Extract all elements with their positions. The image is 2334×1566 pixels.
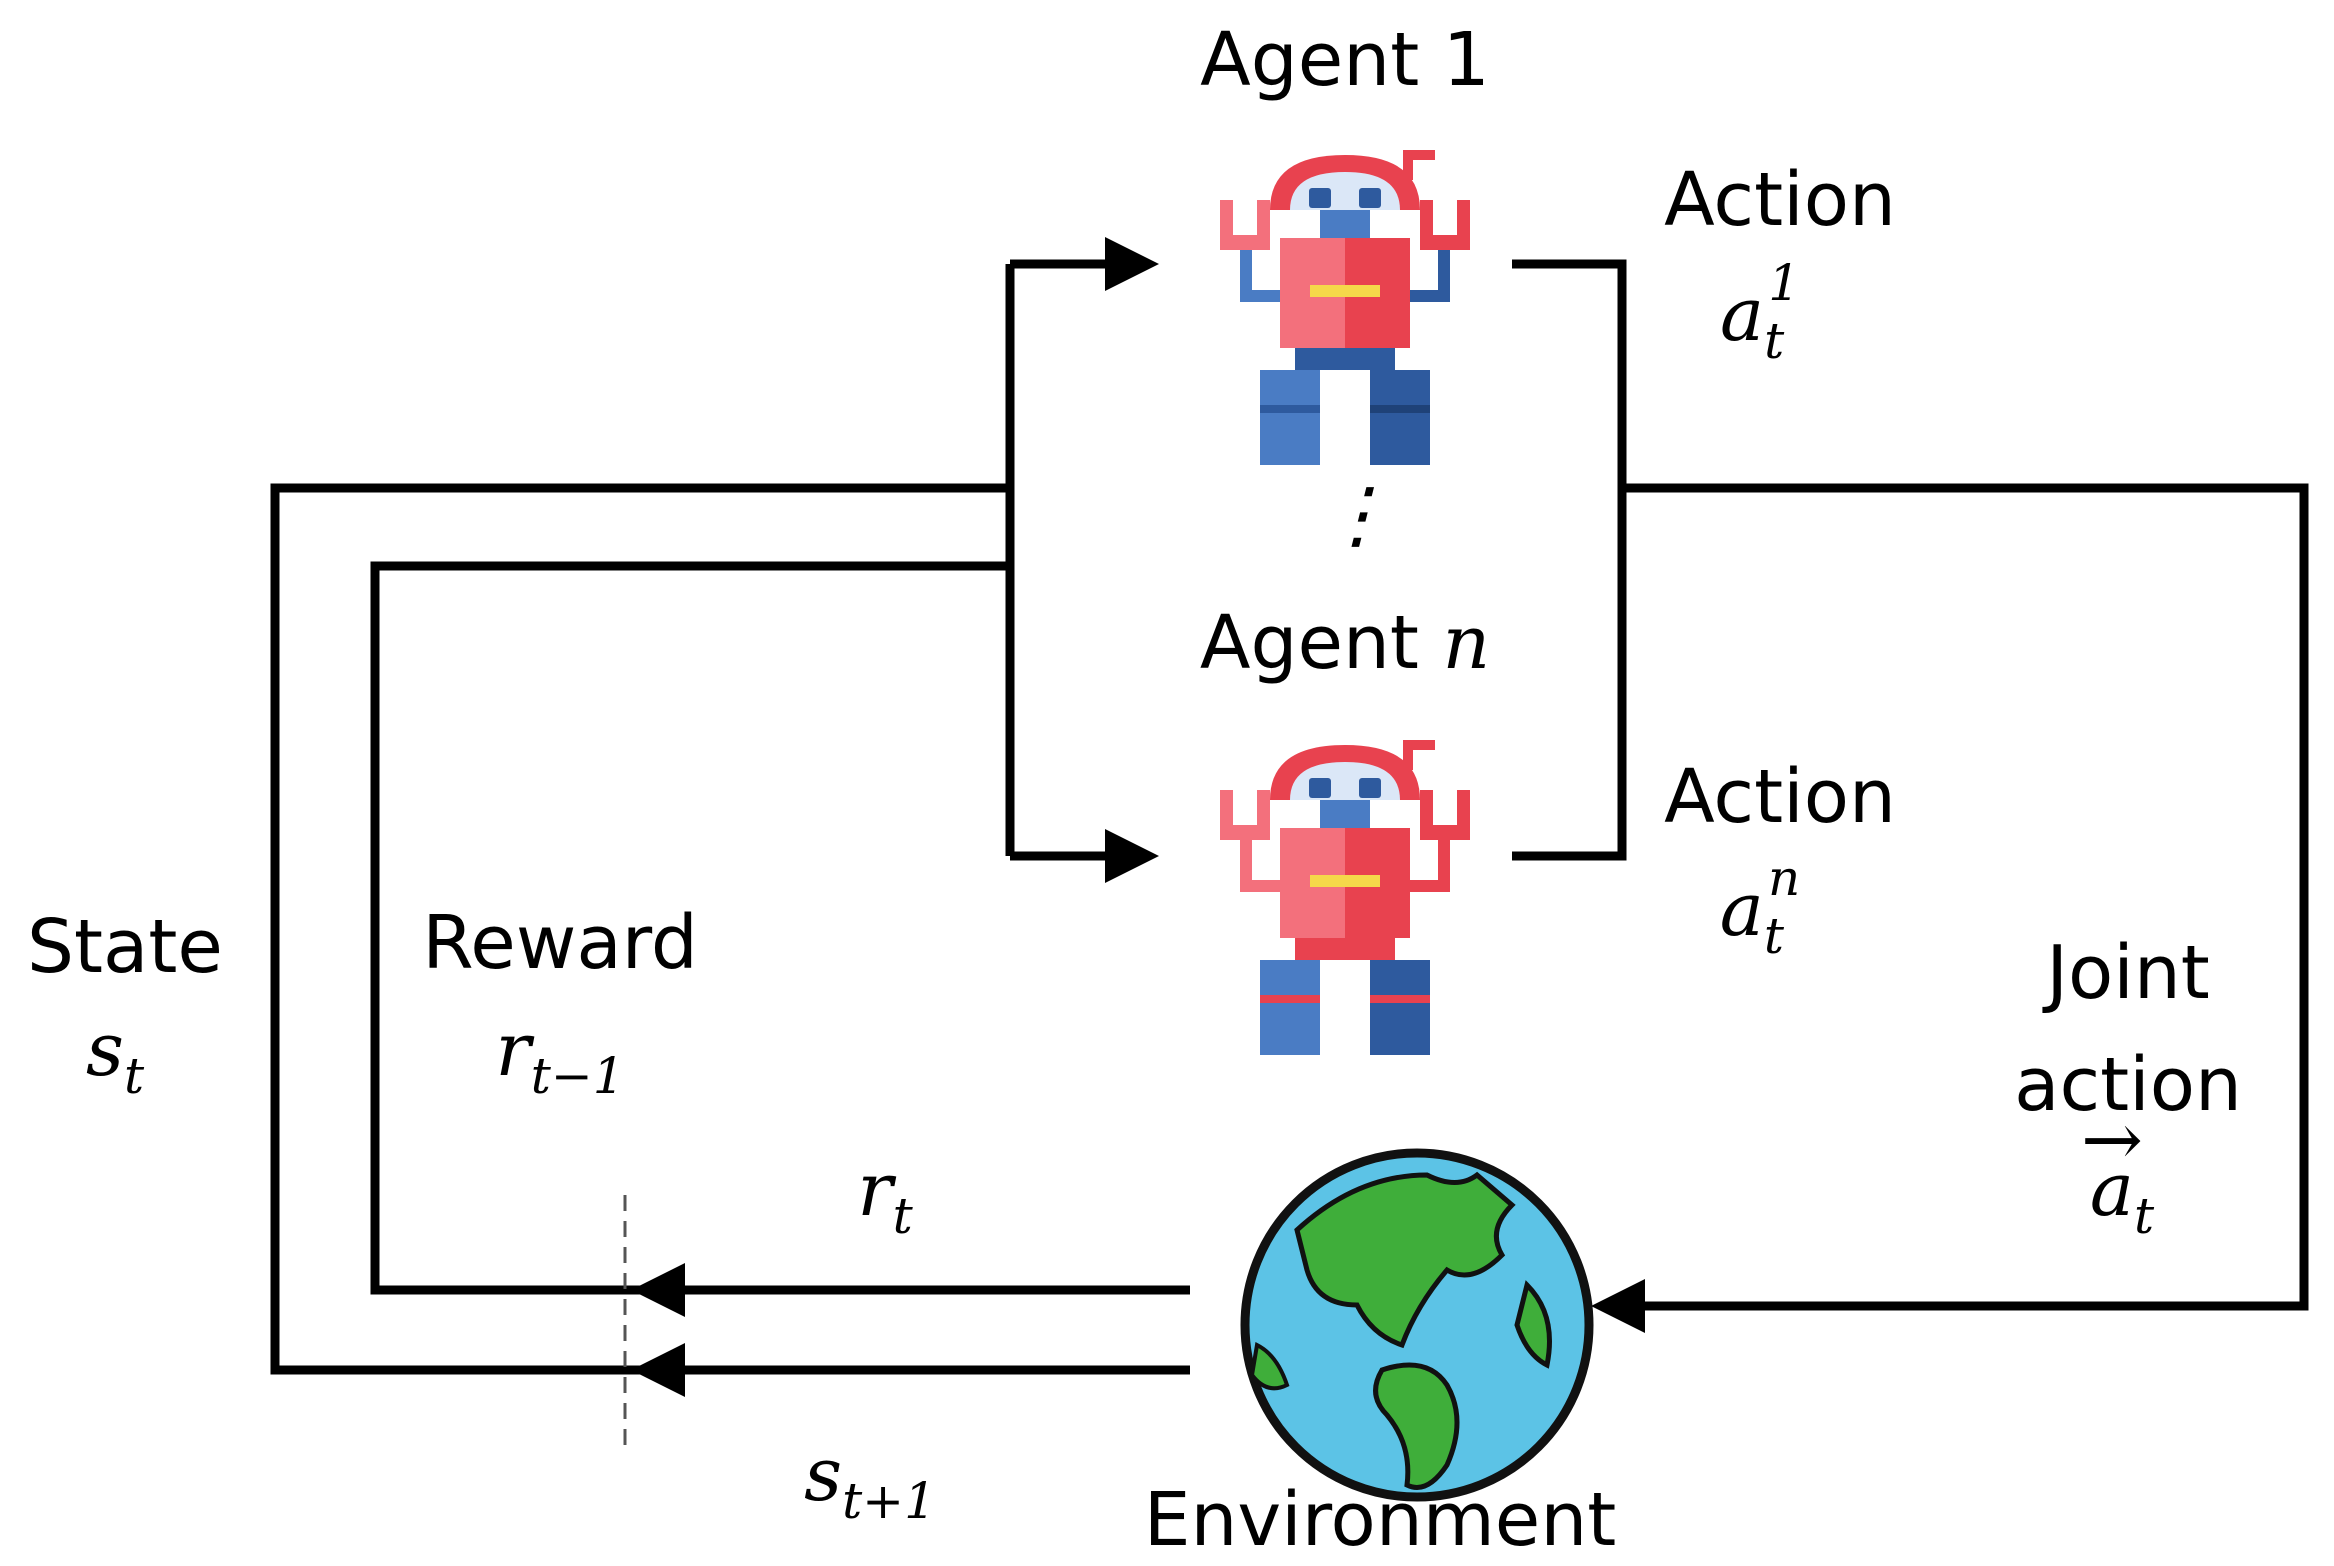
reward-label: Reward: [422, 900, 698, 986]
reward-current-symbol: rt: [857, 1147, 913, 1245]
joint-action-symbol: at: [2090, 1147, 2155, 1245]
next-state-symbol: st+1: [804, 1432, 936, 1530]
agent-1-label: Agent 1: [1200, 17, 1490, 103]
agent-n-label: Agent n: [1200, 600, 1490, 686]
agent-n-action-wire: [1512, 488, 1627, 861]
state-symbol: st: [86, 1007, 145, 1105]
joint-action-label-line2: action: [2014, 1042, 2242, 1128]
ellipsis: ⋮: [1320, 472, 1394, 558]
globe-icon: [1240, 1148, 1594, 1502]
agent-n-variable: n: [1442, 600, 1490, 686]
agent-1-action-symbol: at1: [1720, 254, 1800, 370]
joint-action-wire: [1591, 483, 2309, 1333]
robot-icon: [1220, 150, 1470, 465]
state-loop-wire: [270, 483, 1190, 1375]
agent-n-action-symbol: atn: [1720, 849, 1800, 965]
state-label: State: [27, 904, 223, 990]
joint-action-accent: →: [2081, 1097, 2143, 1183]
agent-1-action-wire: [1512, 259, 1627, 488]
environment-label: Environment: [1144, 1477, 1617, 1563]
agent-1-action-label: Action: [1664, 157, 1896, 243]
reward-previous-symbol: rt−1: [495, 1007, 624, 1105]
agent-n-action-label: Action: [1664, 754, 1896, 840]
joint-action-label-line1: Joint: [2042, 930, 2210, 1016]
robot-icon: [1220, 740, 1470, 1055]
